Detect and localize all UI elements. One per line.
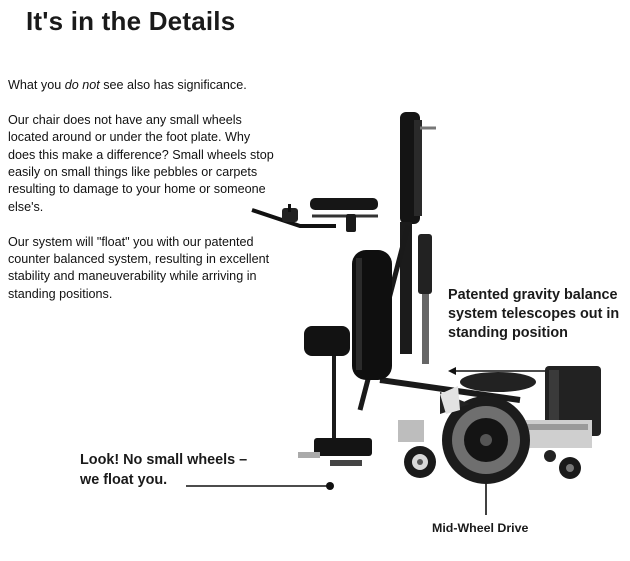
look-pointer-dot bbox=[326, 482, 334, 490]
mid-wheel-drive-label: Mid-Wheel Drive bbox=[432, 521, 529, 535]
float-paragraph: Our system will "float" you with our pat… bbox=[8, 234, 270, 301]
intro-text-start: What you bbox=[8, 78, 65, 92]
foot-plate bbox=[298, 438, 372, 466]
intro-emphasis: do not bbox=[64, 78, 100, 92]
gravity-balance-callout: Patented gravity balance system telescop… bbox=[448, 286, 630, 343]
page-title: It's in the Details bbox=[26, 6, 236, 36]
look-callout-line-1: Look! No small wheels – bbox=[80, 452, 248, 468]
body-copy: What you do not see also has significanc… bbox=[8, 77, 280, 321]
small-wheels-paragraph: Our chair does not have any small wheels… bbox=[8, 112, 274, 214]
knee-pad bbox=[304, 326, 350, 440]
gravity-pointer-arrow bbox=[448, 367, 456, 375]
gravity-callout-line-3: standing position bbox=[448, 325, 568, 341]
gravity-callout-line-1: Patented gravity balance bbox=[448, 287, 618, 303]
seat-cushion bbox=[352, 250, 392, 380]
intro-paragraph: What you do not see also has significanc… bbox=[8, 77, 280, 94]
no-small-wheels-callout: Look! No small wheels – we float you. bbox=[80, 450, 280, 490]
intro-text-end: see also has significance. bbox=[99, 78, 247, 92]
look-callout-line-2: we float you. bbox=[80, 472, 168, 488]
counterbalance-box bbox=[520, 366, 601, 448]
armrest-and-joystick bbox=[251, 198, 378, 232]
mid-wheel-drive bbox=[440, 372, 536, 484]
front-caster bbox=[398, 420, 436, 478]
gravity-callout-line-2: system telescopes out in bbox=[448, 306, 620, 322]
backrest bbox=[400, 112, 436, 224]
rear-caster bbox=[544, 450, 581, 479]
